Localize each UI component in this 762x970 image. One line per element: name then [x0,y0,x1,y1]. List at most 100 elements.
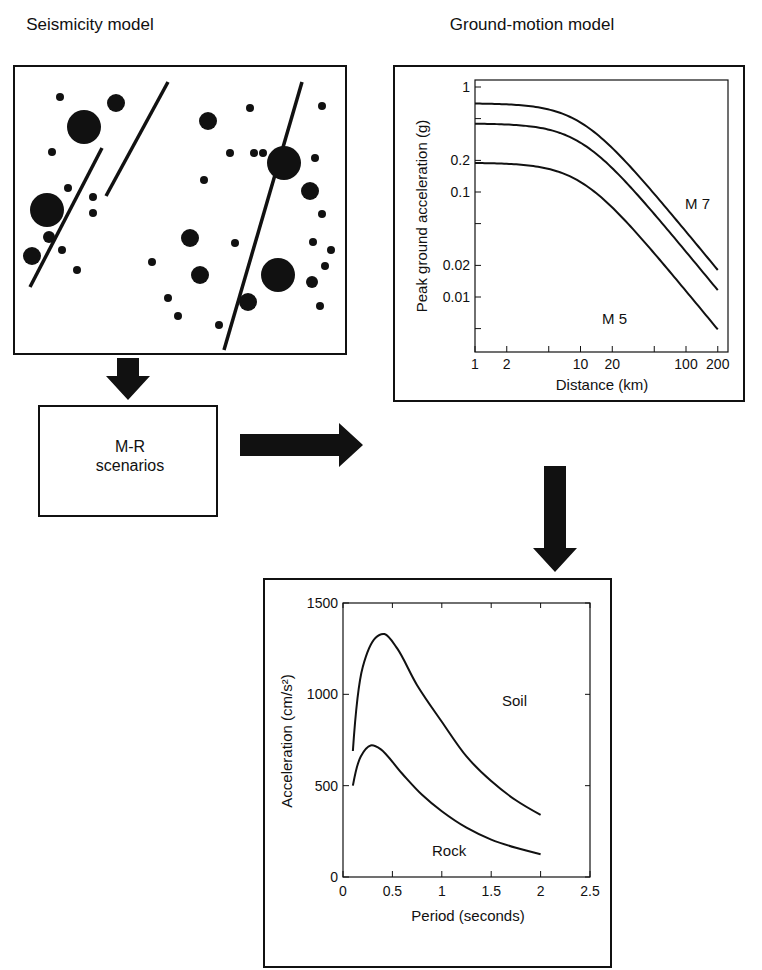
tick-mark [343,871,344,877]
axis-title: Distance (km) [502,376,702,394]
quake-dot [199,112,217,130]
tick-mark [585,694,590,695]
panel-heading: Seismicity model [15,15,165,35]
fault-line [106,82,168,196]
fault-line [224,82,302,350]
quake-dot [56,93,64,101]
tick-mark [475,223,481,224]
curve-label: Rock [432,842,466,860]
tick-label: 0.01 [420,288,470,306]
tick-mark [585,877,590,878]
map-panel: Seismicity model [13,65,347,355]
quake-dot [73,266,81,274]
tick-mark [612,346,613,352]
tick-mark [475,265,481,266]
quake-dot [259,149,267,157]
spectrum-curve [353,634,541,815]
tick-label: 100 [661,355,711,373]
block-arrow [533,466,577,572]
tick-label: 20 [587,355,637,373]
quake-dot [215,321,223,329]
quake-dot [231,239,239,247]
tick-mark [580,346,581,352]
tick-label: 1 [420,78,470,96]
curve-label: Soil [502,692,527,710]
tick-mark [717,346,718,352]
tick-mark [475,297,481,298]
tick-mark [343,694,349,695]
tick-mark [343,877,349,878]
tick-label: 10 [556,355,606,373]
tick-mark [343,603,349,604]
panel-heading: Ground-motion model [412,15,652,35]
quake-dot [148,258,156,266]
attenuation-curve [475,124,718,290]
quake-dot [321,262,329,270]
tick-label: 1500 [288,594,338,612]
process-box: M-R scenarios [38,405,218,517]
tick-mark [441,603,442,608]
curve-label: M 5 [602,310,627,328]
tick-mark [590,871,591,877]
quake-dot [306,276,318,288]
charts [343,80,728,877]
tick-mark [343,603,344,608]
quake-dot [318,210,326,218]
tick-mark [475,192,481,193]
quake-dot [267,146,301,180]
quake-dot [311,154,319,162]
tick-mark [392,603,393,608]
tick-label: 2.5 [565,882,615,900]
quake-dot [316,302,324,310]
tick-label: 500 [288,777,338,795]
quake-dot [301,182,319,200]
quake-dot [164,294,172,302]
quake-dot [200,176,208,184]
tick-mark [441,871,442,877]
tick-mark [343,785,349,786]
box-label: M-R scenarios [85,437,175,475]
quake-dot [23,247,41,265]
tick-label: 2 [516,882,566,900]
block-arrow [106,358,150,400]
quake-dot [89,209,97,217]
tick-label: 1 [417,882,467,900]
tick-mark [585,785,590,786]
quake-dot [64,184,72,192]
spectrum-curve [353,745,541,854]
tick-mark [475,346,476,352]
curve-label: M 7 [685,195,710,213]
quake-dot [174,312,182,320]
seismicity-map [23,82,335,350]
quake-dot [261,258,295,292]
tick-mark [475,328,481,329]
tick-label: 0.2 [420,151,470,169]
quake-dot [239,293,257,311]
quake-dot [67,110,101,144]
quake-dot [246,104,254,112]
tick-mark [686,346,687,352]
tick-label: 0 [288,868,338,886]
tick-mark [540,871,541,877]
axis-title: Peak ground acceleration (g) [413,86,431,346]
quake-dot [309,238,317,246]
quake-dot [191,266,209,284]
quake-dot [30,193,64,227]
tick-label: 1 [450,355,500,373]
tick-label: 0 [318,882,368,900]
block-arrow [240,423,363,467]
tick-mark [491,603,492,608]
plot-frame [475,80,728,352]
tick-mark [475,118,481,119]
tick-label: 1.5 [466,882,516,900]
tick-label: 0.02 [420,256,470,274]
axis-title: Period (seconds) [368,907,568,925]
quake-dot [89,193,97,201]
quake-dot [318,102,326,110]
quake-dot [226,149,234,157]
tick-mark [548,346,549,352]
quake-dot [58,246,66,254]
quake-dot [181,229,199,247]
